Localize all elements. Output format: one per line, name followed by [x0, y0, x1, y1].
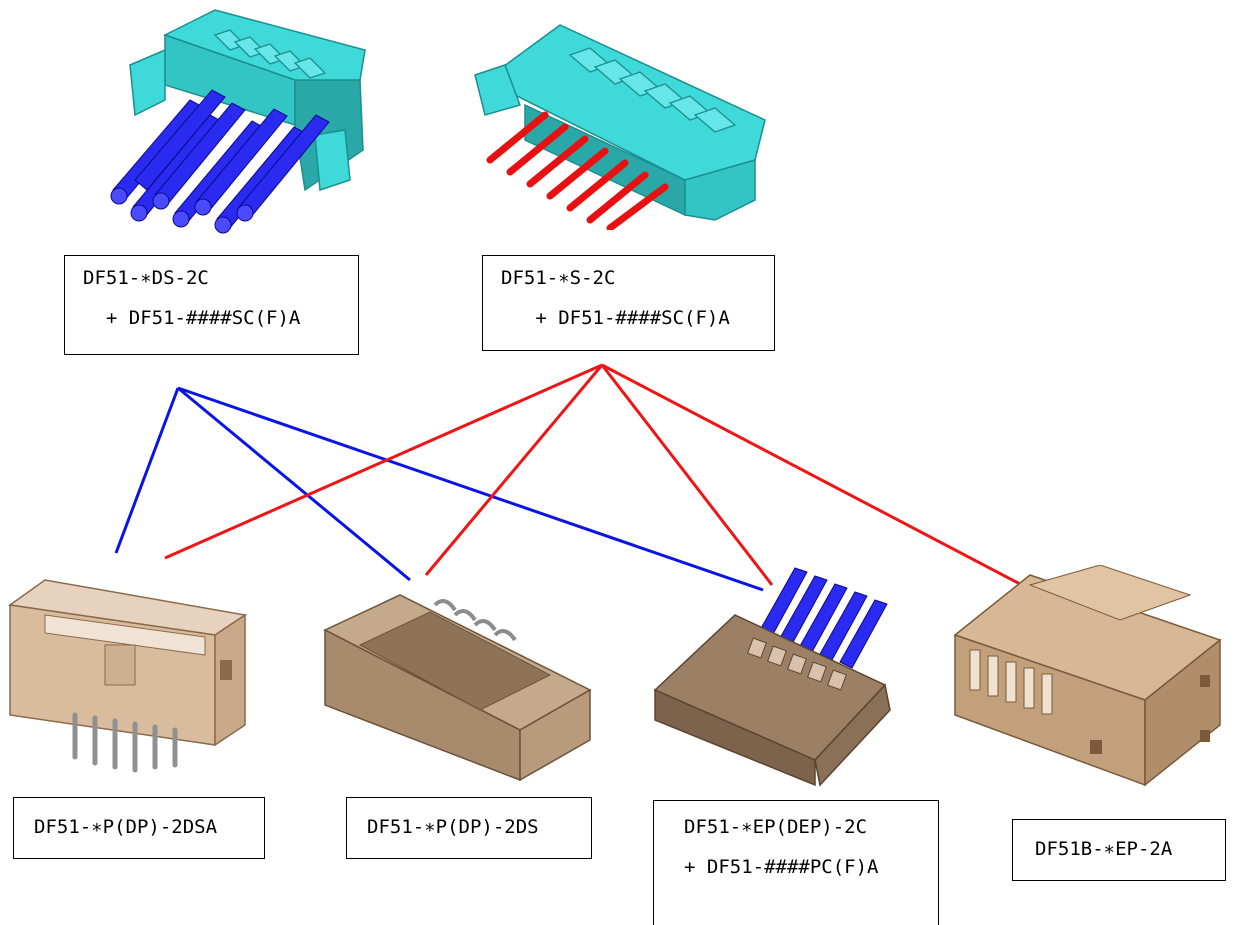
mating-line-ds-p2dsa [114, 387, 180, 554]
tan-plug-with-blue-wires-icon [653, 567, 891, 787]
label-bep: DF51B-∗EP-2A [1012, 819, 1226, 881]
label-ds-line-2: + DF51-####SC(F)A [83, 307, 301, 329]
tan-inline-plug-icon [953, 565, 1222, 787]
label-ep: DF51-∗EP(DEP)-2C + DF51-####PC(F)A [653, 800, 939, 925]
mating-line-ds-p2ds [177, 386, 411, 582]
mating-line-ds-ep [177, 386, 764, 592]
label-s-line-1: DF51-∗S-2C [501, 267, 616, 289]
mating-line-s-bep [601, 363, 1023, 587]
label-ep-line-1: DF51-∗EP(DEP)-2C [684, 816, 868, 838]
mating-line-s-p2ds [424, 364, 604, 576]
tan-right-angle-header-icon [323, 594, 592, 782]
cyan-receptacle-with-blue-wires-icon [110, 9, 366, 234]
mating-line-s-ep [600, 364, 774, 586]
label-s: DF51-∗S-2C + DF51-####SC(F)A [482, 255, 775, 351]
label-s-line-2: + DF51-####SC(F)A [501, 307, 730, 329]
label-ep-line-2: + DF51-####PC(F)A [684, 856, 879, 878]
label-ds-line-1: DF51-∗DS-2C [83, 267, 209, 289]
tan-vertical-header-icon [8, 579, 247, 773]
label-p2dsa: DF51-∗P(DP)-2DSA [13, 797, 265, 859]
label-p2ds-line-1: DF51-∗P(DP)-2DS [367, 816, 539, 838]
label-p2dsa-line-1: DF51-∗P(DP)-2DSA [34, 816, 218, 838]
label-ds: DF51-∗DS-2C + DF51-####SC(F)A [64, 255, 359, 355]
label-p2ds: DF51-∗P(DP)-2DS [346, 797, 592, 859]
mating-line-s-p2dsa [164, 363, 603, 560]
label-bep-line-1: DF51B-∗EP-2A [1035, 838, 1173, 860]
cyan-receptacle-with-red-wires-icon [474, 24, 766, 230]
